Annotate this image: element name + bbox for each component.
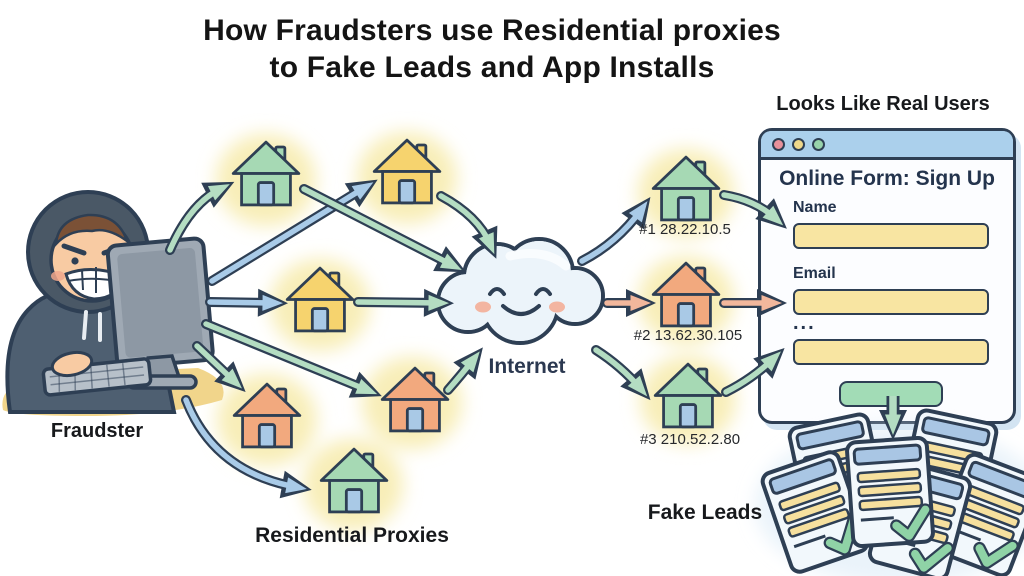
window-dot-yellow-icon	[792, 137, 805, 151]
form-title: Online Form: Sign Up	[779, 167, 995, 190]
window-dot-red-icon	[772, 137, 785, 151]
monitor	[105, 236, 215, 370]
name-input	[793, 223, 989, 249]
hair	[54, 213, 130, 248]
browser-titlebar	[761, 131, 1013, 160]
ip-house-1-icon	[651, 155, 721, 222]
lead-document-icon	[898, 409, 998, 527]
face	[49, 217, 135, 303]
keyboard	[41, 357, 153, 397]
fraudster-label: Fraudster	[50, 420, 144, 442]
lead-document-icon	[846, 437, 933, 546]
fake-leads-label: Fake Leads	[647, 501, 763, 524]
internet-cloud-icon	[436, 237, 605, 345]
looks-like-real-users-label: Looks Like Real Users	[776, 93, 990, 115]
name-field-label: Name	[793, 199, 837, 216]
ip-house-2-icon	[651, 261, 721, 328]
proxy-house-yellow-icon	[285, 266, 355, 333]
more-input	[793, 339, 989, 365]
fake-lead-documents	[760, 409, 1024, 576]
more-fields-label: ...	[793, 312, 816, 334]
signup-form-window: Online Form: Sign Up Name Email ...	[758, 128, 1016, 424]
page-title-line1: How Fraudsters use Residential proxies	[203, 14, 781, 47]
fraudster-illustration	[2, 190, 224, 416]
ip-address-3-label: #3 210.52.2.80	[639, 431, 741, 448]
proxy-house-green-icon	[231, 140, 301, 207]
arrows-fraudster-to-proxies	[165, 179, 382, 499]
hoodie-body	[5, 289, 177, 414]
email-input	[793, 289, 989, 315]
page-title: How Fraudsters use Residential proxies t…	[203, 12, 781, 86]
desk	[2, 368, 224, 416]
window-dot-green-icon	[812, 137, 825, 151]
residential-proxy-houses	[231, 138, 450, 514]
monitor-stand	[139, 354, 183, 384]
hood	[26, 190, 150, 314]
lead-document-icon	[868, 459, 972, 576]
submit-button	[839, 381, 943, 407]
proxy-house-yellow-icon	[372, 138, 442, 205]
hand	[50, 350, 94, 378]
lead-document-icon	[788, 413, 888, 531]
proxy-house-orange-icon	[380, 366, 450, 433]
grin	[64, 268, 126, 301]
ip-address-1-label: #1 28.22.10.5	[639, 221, 731, 238]
email-field-label: Email	[793, 265, 836, 282]
ip-house-3-icon	[653, 362, 723, 429]
proxy-house-green-icon	[319, 447, 389, 514]
residential-proxies-label: Residential Proxies	[255, 524, 449, 547]
arrows-internet-to-ip-houses	[577, 197, 656, 401]
internet-label: Internet	[488, 355, 566, 378]
ip-address-2-label: #2 13.62.30.105	[633, 327, 743, 344]
page-title-line2: to Fake Leads and App Installs	[269, 51, 715, 84]
lead-document-icon	[760, 450, 870, 574]
exit-ip-houses	[651, 155, 723, 429]
arrows-proxies-to-internet	[299, 184, 498, 395]
lead-document-icon	[932, 452, 1024, 576]
proxy-house-orange-icon	[232, 382, 302, 449]
